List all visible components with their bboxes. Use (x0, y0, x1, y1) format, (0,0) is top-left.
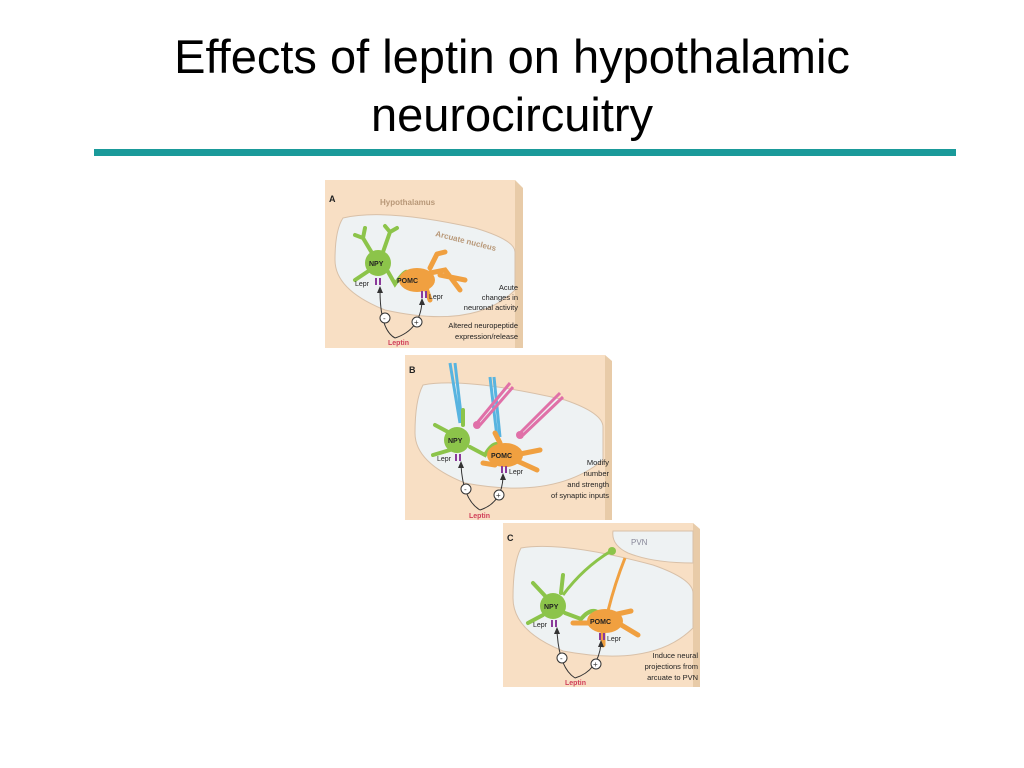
caption-line: Altered neuropeptide (448, 321, 518, 330)
caption-line: and strength (567, 480, 609, 489)
caption-line: expression/release (455, 332, 518, 341)
pink-terminal (516, 431, 524, 439)
pink-input-2 (518, 391, 565, 437)
arrowhead-pomc (500, 473, 506, 480)
pink-terminal (473, 421, 481, 429)
caption: Modify number and strength of synaptic i… (551, 458, 609, 500)
caption-line: number (584, 469, 610, 478)
minus-sign: - (464, 485, 467, 494)
npy-projection (561, 549, 612, 596)
npy-receptor-label: Lepr (355, 281, 370, 288)
panel-letter: C (507, 533, 514, 543)
caption: Acute changes in neuronal activity Alter… (448, 283, 518, 341)
plus-circle (493, 489, 505, 501)
leptin-label: Leptin (469, 513, 490, 520)
title-line-2: neurocircuitry (370, 88, 654, 141)
npy-receptor-label: Lepr (437, 456, 452, 463)
npy-terminal (608, 547, 616, 555)
title-rule (94, 149, 956, 156)
arcuate-nucleus-region (512, 545, 694, 657)
minus-circle (379, 312, 391, 324)
plus-sign: + (496, 491, 501, 500)
npy-receptor (375, 278, 381, 285)
plus-sign: + (414, 318, 419, 327)
panel-c: C PVN NPY POMC Lepr Lepr - + Leptin Indu… (503, 523, 703, 691)
pomc-neuron (480, 430, 543, 473)
npy-neuron (353, 224, 409, 288)
panel-side (693, 523, 700, 687)
caption-line: arcuate to PVN (647, 673, 698, 682)
pomc-label: POMC (491, 453, 512, 460)
minus-sign: - (383, 314, 386, 323)
panel-letter: A (329, 194, 336, 204)
slide-title: Effects of leptin on hypothalamic neuroc… (60, 28, 964, 144)
npy-label: NPY (369, 261, 384, 268)
caption: Induce neural projections from arcuate t… (645, 651, 699, 682)
caption-line: Modify (587, 458, 609, 467)
pomc-projection (606, 557, 627, 612)
minus-circle (556, 652, 568, 664)
arrowhead-pomc (419, 298, 425, 305)
panel-b: B NPY POMC Lepr Lepr - + Leptin Modify n… (405, 355, 615, 523)
blue-input-1 (448, 362, 464, 424)
caption-line: neuronal activity (464, 303, 518, 312)
leptin-label: Leptin (388, 340, 409, 347)
pomc-neuron (399, 249, 468, 303)
arrowhead-npy (554, 627, 560, 634)
arrowhead-pomc (598, 640, 604, 647)
npy-receptor (455, 454, 461, 461)
panel-letter: B (409, 365, 416, 375)
pomc-receptor-label: Lepr (509, 469, 524, 476)
panel-side (605, 355, 612, 520)
plus-sign: + (593, 660, 598, 669)
pomc-receptor (421, 291, 427, 298)
pomc-neuron (570, 608, 641, 648)
pink-input-1 (475, 382, 515, 426)
npy-label: NPY (544, 604, 559, 611)
pvn-label: PVN (631, 538, 648, 547)
minus-sign: - (560, 654, 563, 663)
region-label: Hypothalamus (380, 198, 436, 207)
caption-line: of synaptic inputs (551, 491, 609, 500)
arrowhead-npy (377, 286, 383, 293)
leptin-label: Leptin (565, 680, 586, 687)
pomc-receptor (599, 633, 605, 640)
pomc-receptor-label: Lepr (429, 294, 444, 301)
panel-a: A Hypothalamus Arcuate nucleus NPY POMC … (325, 180, 525, 348)
npy-neuron (431, 408, 502, 458)
caption-line: Acute (499, 283, 518, 292)
npy-neuron (526, 573, 601, 625)
pomc-label: POMC (590, 619, 611, 626)
pvn-region (612, 530, 694, 564)
npy-receptor-label: Lepr (533, 622, 548, 629)
plus-circle (411, 316, 423, 328)
arrowhead-npy (458, 461, 464, 468)
caption-line: Induce neural (653, 651, 699, 660)
plus-circle (590, 658, 602, 670)
title-line-1: Effects of leptin on hypothalamic (174, 30, 850, 83)
npy-label: NPY (448, 438, 463, 445)
caption-line: changes in (482, 293, 518, 302)
pomc-label: POMC (397, 278, 418, 285)
caption-line: projections from (645, 662, 698, 671)
minus-circle (460, 483, 472, 495)
npy-receptor (551, 620, 557, 627)
panel-side (515, 180, 523, 348)
pomc-receptor (501, 466, 507, 473)
pomc-receptor-label: Lepr (607, 636, 622, 643)
